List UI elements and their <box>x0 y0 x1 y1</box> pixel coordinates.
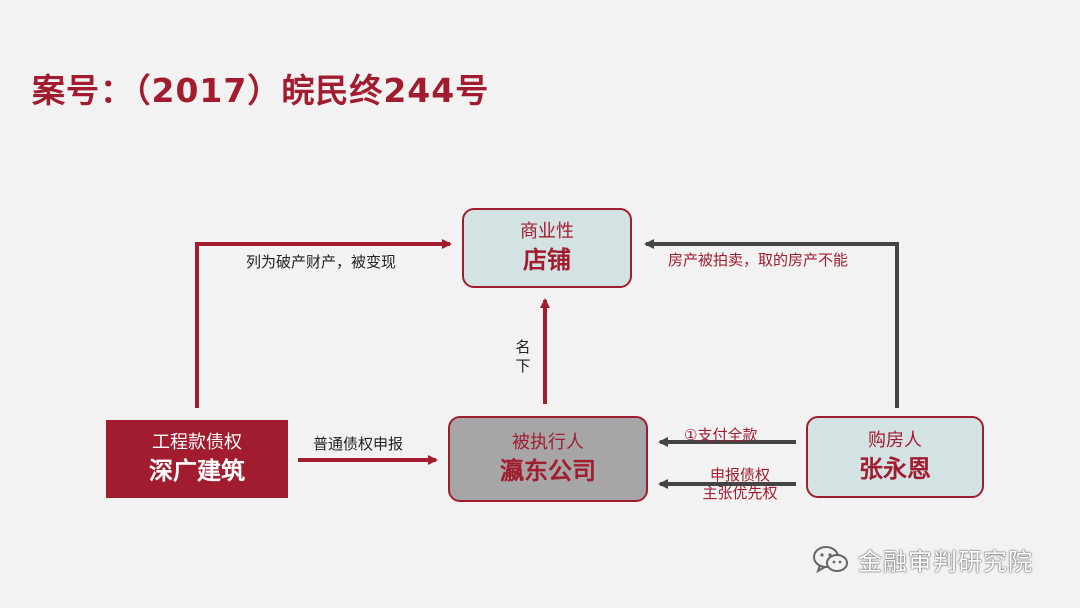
edge-label-claim-line2: 主张优先权 <box>702 484 778 502</box>
yingdong-node: 被执行人 瀛东公司 <box>448 416 648 502</box>
shenguang-node: 工程款债权 深广建筑 <box>106 420 288 498</box>
shenguang-node-name: 深广建筑 <box>149 457 245 485</box>
edge-label-claim: 申报债权 主张优先权 <box>690 466 790 502</box>
store-node-subtitle: 商业性 <box>520 221 574 242</box>
case-number-title: 案号：（2017）皖民终244号 <box>32 71 490 110</box>
store-node: 商业性 店铺 <box>462 208 632 288</box>
edge-label-owned: 名下 <box>515 338 531 375</box>
yingdong-node-subtitle: 被执行人 <box>512 432 584 453</box>
store-node-name: 店铺 <box>523 246 571 274</box>
shenguang-node-subtitle: 工程款债权 <box>152 432 242 453</box>
edge-label-claim-line1: 申报债权 <box>709 466 770 484</box>
yingdong-node-name: 瀛东公司 <box>500 457 596 485</box>
arrow-shenguang-to-store <box>195 239 452 408</box>
zhang-node: 购房人 张永恩 <box>806 416 984 498</box>
edge-label-ordinary-claim: 普通债权申报 <box>313 435 404 453</box>
arrow-zhang-to-store <box>644 239 899 408</box>
watermark-text: 金融审判研究院 <box>858 548 1033 576</box>
watermark: 金融审判研究院 <box>812 542 1033 577</box>
zhang-node-subtitle: 购房人 <box>868 430 922 451</box>
edge-label-paid-full: ①支付全款 <box>684 426 758 444</box>
edge-label-listed: 列为破产财产，被变现 <box>246 253 397 271</box>
zhang-node-name: 张永恩 <box>859 455 931 483</box>
wechat-icon <box>813 545 848 573</box>
edge-label-sold: 房产被拍卖，取的房产不能 <box>668 251 849 269</box>
